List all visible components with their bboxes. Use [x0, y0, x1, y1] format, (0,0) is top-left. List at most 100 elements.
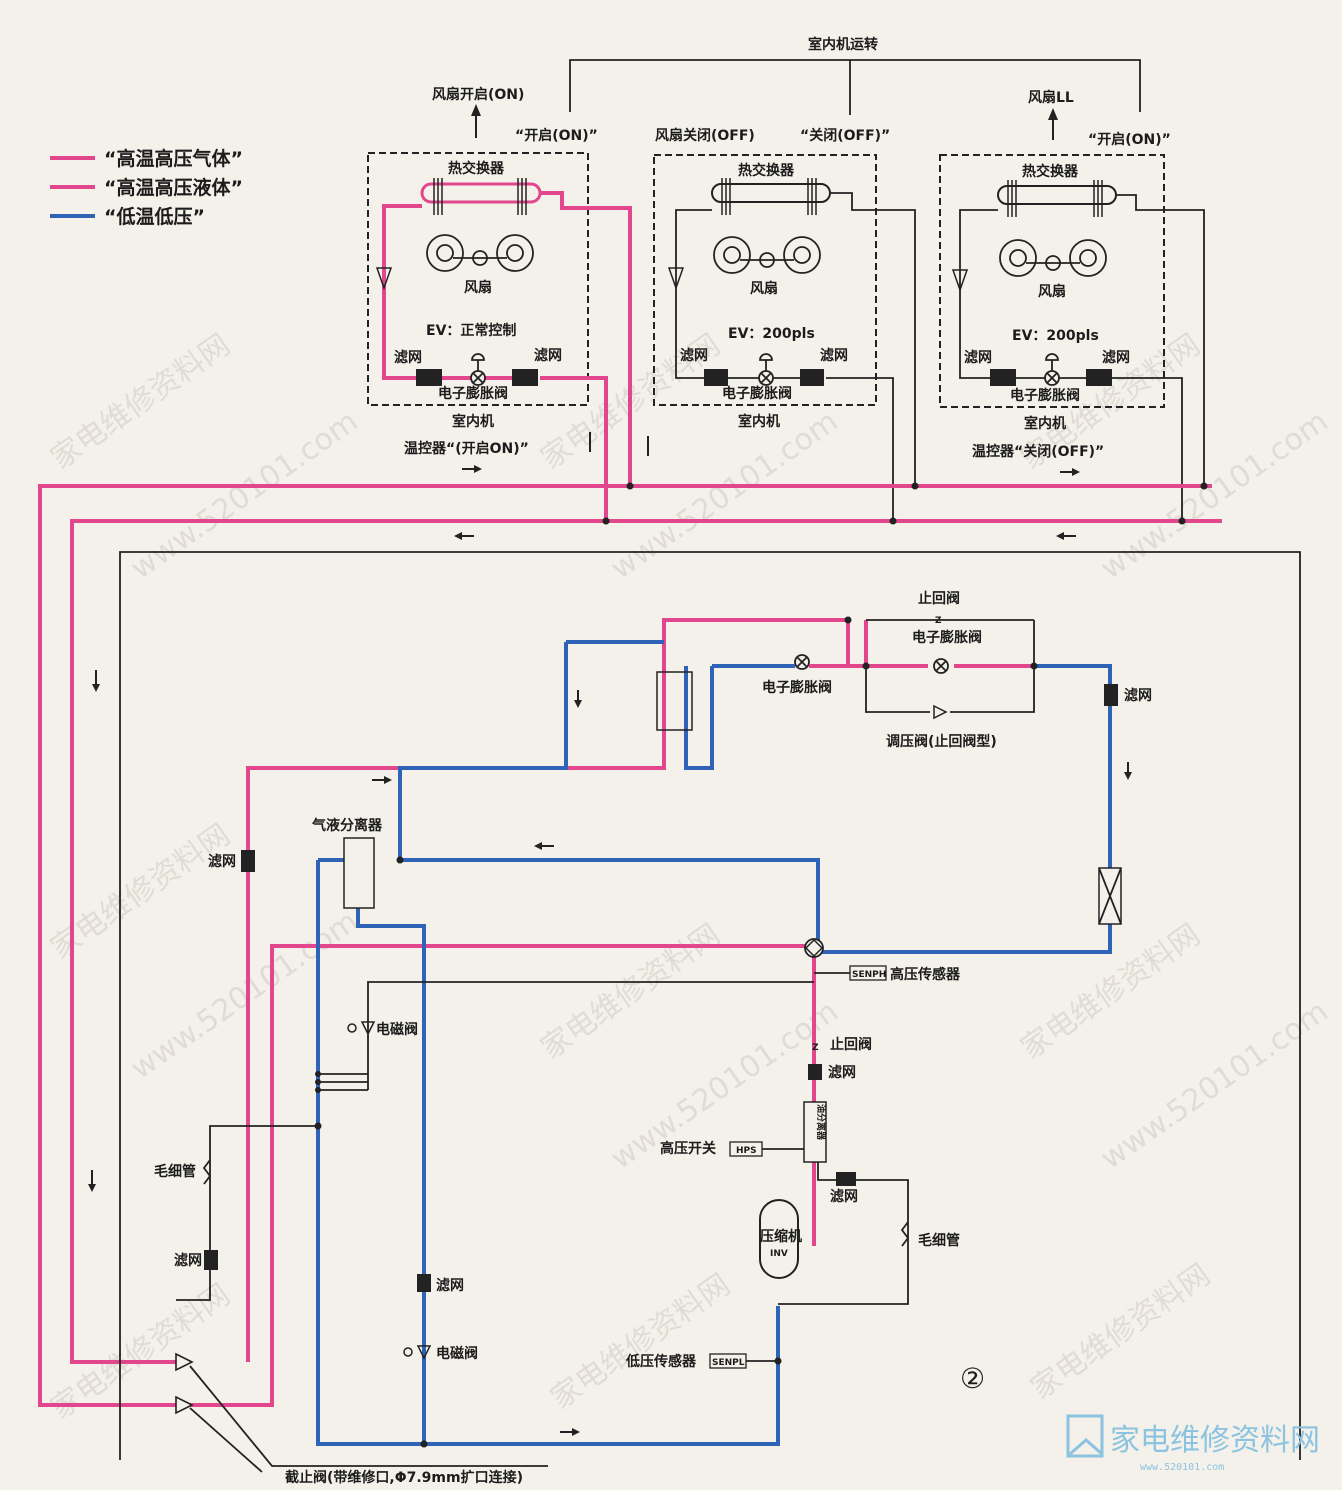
eev-top-label: 电子膨胀阀 [912, 629, 982, 646]
gas-liquid-separator-icon [343, 837, 375, 909]
indoor-running-label: 室内机运转 [808, 36, 878, 53]
stop-valve-2-icon [175, 1395, 194, 1415]
filter-bottom-icon [417, 1274, 431, 1292]
unit3-filter-left-icon [990, 369, 1016, 386]
unit2-fan-label: 风扇 [750, 280, 778, 297]
unit1-filter-right-icon [512, 369, 538, 386]
watermark-15: 家电维修资料网 [1025, 1257, 1217, 1406]
indoor-unit-3: 风扇LL “开启(ON)” 热交换器 风扇 EV：200pls 滤网 滤网 电子… [939, 89, 1205, 520]
capillary-left-label: 毛细管 [154, 1163, 196, 1180]
capillary-right-label: 毛细管 [918, 1232, 960, 1249]
filter-oil-icon [836, 1172, 856, 1186]
compressor-icon [759, 1199, 799, 1279]
indoor-run-signal: 室内机运转 [569, 36, 1141, 115]
indoor-unit-2: 风扇关闭(OFF) “关闭(OFF)” 热交换器 风扇 EV：200pls 滤网… [653, 127, 916, 520]
watermark-8: www.520101.com [125, 904, 365, 1087]
legend-hot-liquid: “高温高压液体” [104, 176, 243, 199]
legend-low: “低温低压” [104, 205, 205, 228]
solenoid-top-icon [360, 1021, 376, 1036]
unit2-filter-left-icon [704, 369, 728, 386]
watermark-14: 家电维修资料网 [545, 1267, 737, 1416]
unit2-fan-icon [713, 236, 821, 274]
unit1-unit-label: 室内机 [452, 413, 494, 430]
filter-bottom-label: 滤网 [436, 1277, 464, 1294]
unit1-hx-label: 热交换器 [448, 160, 505, 177]
reg-valve-icon [933, 704, 948, 720]
unit2-filter-right-icon [800, 369, 824, 386]
watermark-4: www.520101.com [605, 404, 845, 587]
legend-hot-gas: “高温高压气体” [104, 147, 243, 170]
stop-valve-1-icon [175, 1352, 194, 1372]
filter-mid-icon [808, 1064, 822, 1080]
solenoid-bottom-label: 电磁阀 [436, 1345, 478, 1362]
unit1-eev: 电子膨胀阀 [438, 385, 508, 402]
unit3-filter-right: 滤网 [1102, 349, 1130, 366]
svg-text:Z: Z [812, 1043, 819, 1053]
unit2-switch: “关闭(OFF)” [800, 127, 890, 144]
brand-url: www.520101.com [1140, 1462, 1224, 1473]
check-valve-mid-label: 止回阀 [830, 1036, 872, 1053]
compressor-label: 压缩机 [760, 1228, 802, 1245]
filter-mid-label: 滤网 [828, 1064, 856, 1081]
unit2-filter-right: 滤网 [820, 347, 848, 364]
watermark-9: 家电维修资料网 [535, 917, 727, 1066]
inv-label: INV [770, 1249, 788, 1259]
stop-valve-label: 截止阀(带维修口,Φ7.9mm扩口连接) [285, 1469, 523, 1486]
solenoid-bottom-icon [416, 1345, 432, 1360]
unit3-thermo: 温控器“关闭(OFF)” [972, 443, 1104, 460]
watermark-2: www.520101.com [125, 404, 365, 587]
watermark-layer: 家电维修资料网 www.520101.com 家电维修资料网 www.52010… [45, 327, 1335, 1426]
unit1-ev: EV：正常控制 [426, 322, 516, 339]
plate-hx-icon [656, 671, 693, 731]
unit3-filter-left: 滤网 [964, 349, 992, 366]
unit1-filter-right: 滤网 [534, 347, 562, 364]
circle-two: ② [960, 1362, 985, 1395]
unit3-fan-icon [999, 239, 1107, 277]
unit2-ev: EV：200pls [728, 326, 815, 342]
unit1-fan-state: 风扇开启(ON) [432, 86, 524, 103]
unit3-fan-label: 风扇 [1038, 283, 1066, 300]
filter-right-label: 滤网 [1124, 687, 1152, 704]
check-valve-top-label: 止回阀 [918, 590, 960, 607]
unit3-eev: 电子膨胀阀 [1010, 387, 1080, 404]
outdoor-unit: 气液分离器 止回阀 Z 电子膨胀阀 电子膨胀阀 调压阀(止回阀型) 滤网 滤网 … [154, 590, 1152, 1486]
watermark-6: www.520101.com [1095, 404, 1335, 587]
gas-liquid-sep-label: 气液分离器 [311, 817, 383, 834]
hps-tag: HPS [736, 1146, 757, 1156]
senpl-tag: SENPL [712, 1358, 745, 1368]
eev-left-label: 电子膨胀阀 [762, 679, 832, 696]
oil-separator-icon [803, 1101, 827, 1163]
filter-oil-label: 滤网 [830, 1188, 858, 1205]
oil-sep-label: 油分离器 [815, 1104, 827, 1141]
main-pipes [38, 482, 1222, 1407]
legend: “高温高压气体” “高温高压液体” “低温低压” [50, 147, 243, 228]
indoor-unit-1: 风扇开启(ON) “开启(ON)” 热交换器 风扇 EV：正常控制 滤网 滤网 … [367, 86, 649, 520]
filter-cap-label: 滤网 [174, 1252, 202, 1269]
low-pressure-sensor-label: 低压传感器 [625, 1353, 697, 1370]
unit3-fan-state: 风扇LL [1028, 89, 1074, 106]
filter-left-icon [241, 850, 255, 872]
unit1-thermo: 温控器“(开启ON)” [404, 440, 529, 457]
senph-tag: SENPH [852, 970, 886, 980]
unit2-hx-label: 热交换器 [738, 162, 795, 179]
unit1-filter-left-icon [416, 369, 442, 386]
unit1-switch: “开启(ON)” [515, 127, 598, 144]
solenoid-top-label: 电磁阀 [376, 1021, 418, 1038]
unit2-unit-label: 室内机 [738, 413, 780, 430]
watermark-1: 家电维修资料网 [45, 327, 237, 476]
filter-cap-icon [204, 1250, 218, 1270]
filter-left-label: 滤网 [208, 853, 236, 870]
unit3-ev: EV：200pls [1012, 328, 1099, 344]
unit3-unit-label: 室内机 [1024, 415, 1066, 432]
brand-logo: 家电维修资料网 www.520101.com [1066, 1414, 1320, 1473]
unit1-fan-icon [426, 234, 534, 272]
unit3-switch: “开启(ON)” [1088, 131, 1171, 148]
filter-right-icon [1104, 684, 1118, 706]
svg-text:Z: Z [935, 616, 942, 626]
four-way-valve-icon [804, 938, 824, 958]
unit1-fan-label: 风扇 [464, 279, 492, 296]
brand-name: 家电维修资料网 [1110, 1423, 1320, 1458]
unit2-filter-left: 滤网 [680, 347, 708, 364]
unit2-fan-state: 风扇关闭(OFF) [655, 127, 755, 144]
reg-valve-label: 调压阀(止回阀型) [886, 733, 997, 750]
